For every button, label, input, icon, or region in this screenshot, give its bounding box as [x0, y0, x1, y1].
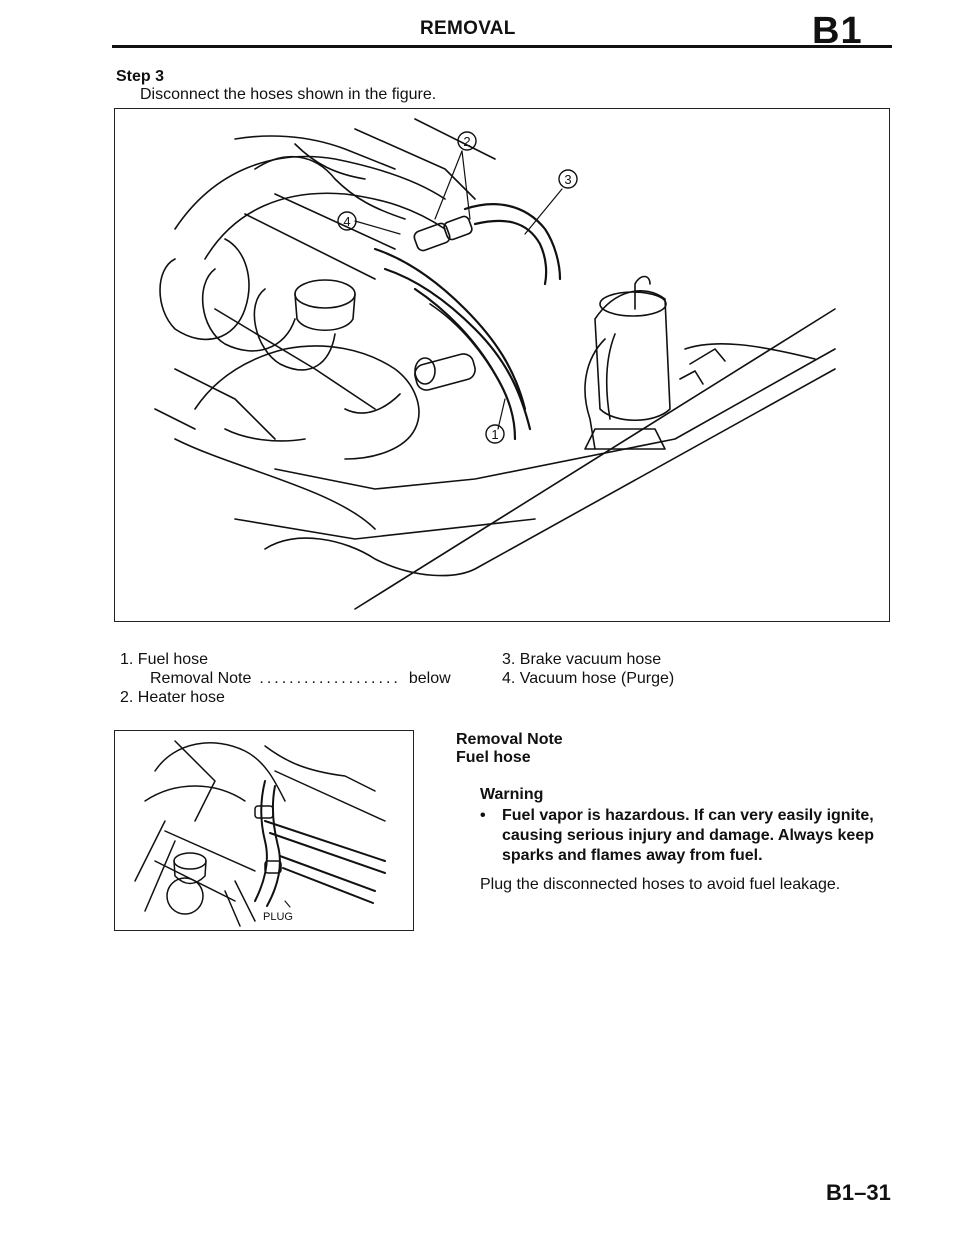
callout-3: 3	[558, 169, 578, 189]
removal-note-title: Removal Note	[456, 731, 563, 748]
callout-2: 2	[457, 131, 477, 151]
removal-note-subtitle: Fuel hose	[456, 749, 531, 766]
engine-hose-figure: 2 3 4 1	[114, 108, 890, 622]
plug-label: PLUG	[263, 911, 293, 923]
step-instruction: Disconnect the hoses shown in the figure…	[140, 86, 437, 103]
warning-heading: Warning	[480, 786, 544, 803]
callout-4: 4	[337, 211, 357, 231]
page-number: B1–31	[826, 1180, 891, 1205]
removal-note-ref: below	[408, 670, 451, 687]
step-label: Step 3	[116, 68, 165, 85]
legend-item-vacuum-hose-purge: 4. Vacuum hose (Purge)	[502, 670, 675, 687]
bullet: •	[480, 807, 486, 824]
legend-item-heater-hose: 2. Heater hose	[120, 689, 225, 706]
legend-item-fuel-hose: 1. Fuel hose	[120, 651, 209, 668]
warning-item: • Fuel vapor is hazardous. If can very e…	[480, 806, 890, 866]
svg-text:4: 4	[343, 214, 350, 229]
header-rule	[112, 45, 892, 48]
svg-text:3: 3	[564, 172, 571, 187]
removal-note-label: Removal Note	[150, 670, 252, 687]
legend-item-removal-note: Removal Note................... below	[150, 669, 451, 688]
plug-hose-figure: PLUG	[114, 730, 414, 931]
plug-instruction: Plug the disconnected hoses to avoid fue…	[480, 876, 841, 893]
warning-text: Fuel vapor is hazardous. If can very eas…	[502, 807, 874, 864]
svg-text:2: 2	[463, 134, 470, 149]
callout-1: 1	[485, 424, 505, 444]
page-title: REMOVAL	[420, 18, 516, 39]
svg-text:1: 1	[491, 427, 498, 442]
legend-item-brake-vacuum-hose: 3. Brake vacuum hose	[502, 651, 662, 668]
leader-dots: ...................	[259, 670, 401, 687]
